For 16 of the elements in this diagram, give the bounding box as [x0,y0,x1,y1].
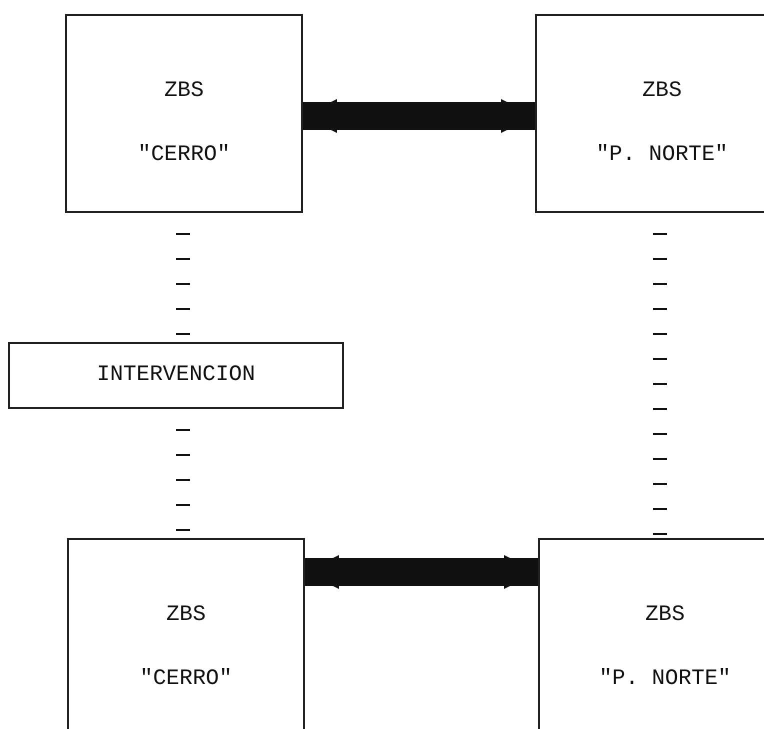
zone-label: INTERVENCION [96,362,256,387]
zone-box [538,538,764,729]
zone-label: ZBS [644,602,686,627]
zone-box [8,342,344,409]
zone-label: "CERRO" [138,666,234,691]
zone-box [67,538,305,729]
zone-label: "P. NORTE" [594,142,730,167]
zone-label: "CERRO" [136,142,232,167]
zone-label: ZBS [165,602,207,627]
zone-label: "P. NORTE" [598,666,732,691]
zone-box [535,14,764,213]
zone-label: ZBS [163,78,205,103]
zone-box [65,14,303,213]
zone-label: ZBS [641,78,683,103]
double-headed-arrow [303,99,535,133]
double-headed-arrow [305,555,538,589]
